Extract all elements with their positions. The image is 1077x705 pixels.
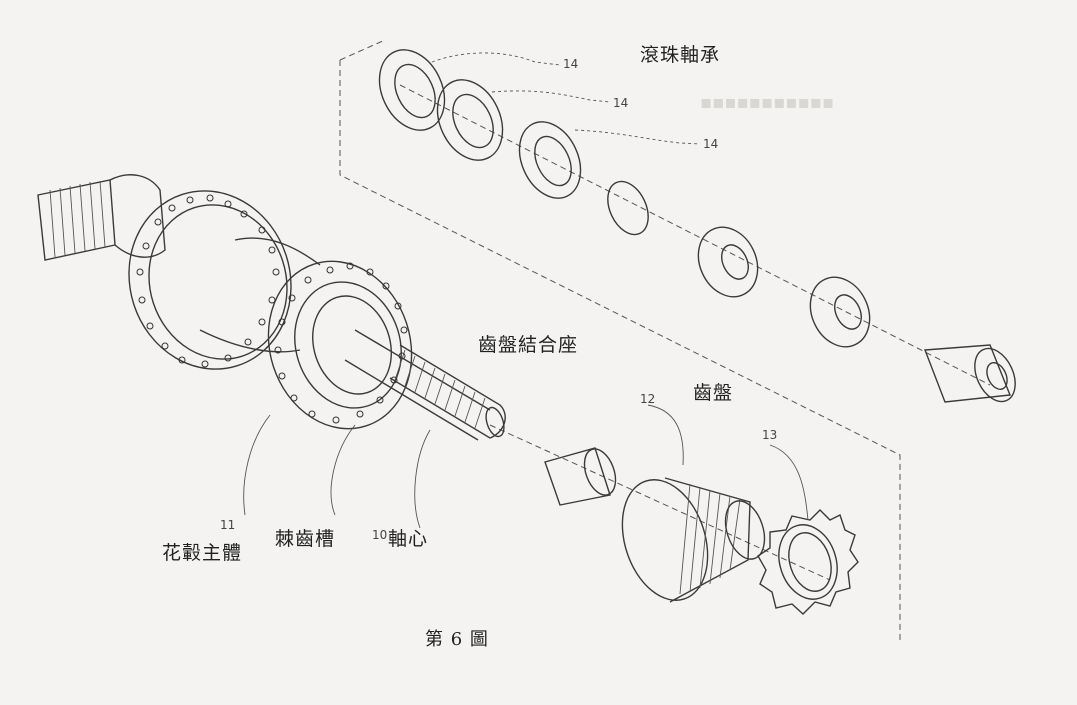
label-cog-seat: 齒盤結合座 xyxy=(478,334,579,356)
cog-seat xyxy=(621,477,766,603)
hub-right-flange xyxy=(267,260,413,430)
ref-number-12: 12 xyxy=(640,392,656,406)
leader-12 xyxy=(647,404,684,466)
leader-14b xyxy=(491,90,611,103)
hub-left-flange xyxy=(128,190,292,370)
label-ball-bearing: 滾珠軸承 xyxy=(640,44,721,66)
bleed-through-text: ▪▪▪▪▪▪▪▪▪▪▪ xyxy=(700,92,835,113)
axle-left-end xyxy=(37,174,166,261)
spacer-1 xyxy=(697,226,759,298)
leader-14a xyxy=(431,52,561,66)
figure-caption: 第 6 圖 xyxy=(425,629,489,650)
label-axle: 軸心 xyxy=(388,528,429,550)
ref-number-14b: 14 xyxy=(613,96,629,110)
ball-bearing-3 xyxy=(518,121,582,199)
frame-line xyxy=(339,39,386,61)
label-hub-body: 花轂主體 xyxy=(162,542,243,564)
axle-nut xyxy=(924,344,1016,403)
leader-14c xyxy=(574,129,701,145)
frame-line xyxy=(339,60,901,640)
label-cog: 齒盤 xyxy=(693,382,734,404)
ref-number-14a: 14 xyxy=(563,57,579,71)
axle-shaft xyxy=(344,329,506,441)
ball-bearing-2 xyxy=(436,79,504,161)
ref-number-14c: 14 xyxy=(703,137,719,151)
axis-line-lower xyxy=(489,424,831,581)
snap-ring xyxy=(607,180,649,236)
ref-number-11: 11 xyxy=(220,518,236,532)
ref-number-13: 13 xyxy=(762,428,778,442)
leader-10 xyxy=(414,429,431,529)
label-ratchet-groove: 棘齒槽 xyxy=(275,528,336,550)
hub-barrel xyxy=(199,237,321,353)
leader-ratchet xyxy=(330,424,356,516)
cog xyxy=(757,509,859,615)
ball-bearing-1 xyxy=(378,49,446,131)
leader-13 xyxy=(769,444,809,521)
leader-11 xyxy=(243,414,271,516)
spacer-2 xyxy=(809,276,871,348)
axis-line-upper xyxy=(399,84,991,386)
sleeve xyxy=(544,447,617,506)
ref-number-10: 10 xyxy=(372,528,388,542)
